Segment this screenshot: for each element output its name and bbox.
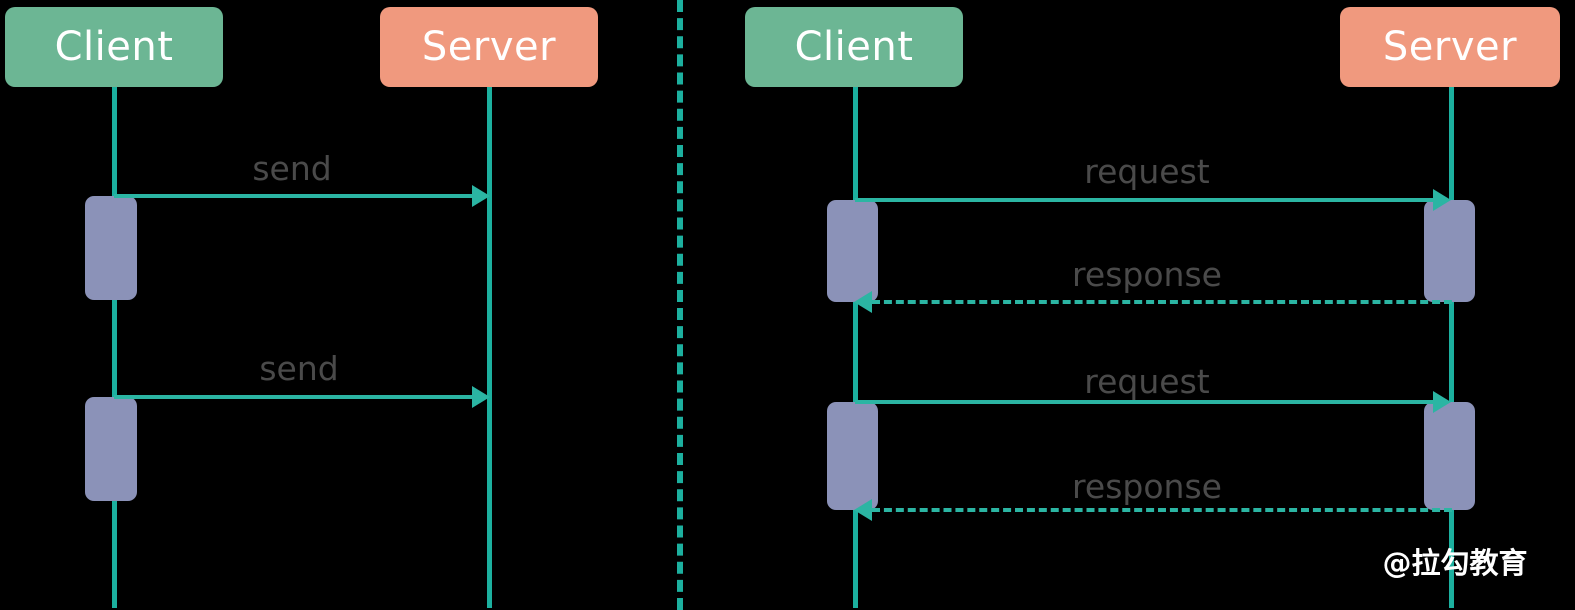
arrow-head-icon [854,499,872,521]
participant-label: Client [54,24,174,70]
activation-bar [1424,402,1475,510]
message-arrow-line [872,300,1452,304]
activation-bar [85,397,137,501]
activation-bar [85,196,137,300]
participant-label: Server [1382,24,1518,70]
arrow-head-icon [472,386,490,408]
activation-bar [827,402,878,510]
participant-right-client[interactable]: Client [745,7,963,87]
lifeline-left-server [487,87,492,608]
arrow-head-icon [1433,189,1451,211]
participant-left-client[interactable]: Client [5,7,223,87]
participant-label: Client [794,24,914,70]
lifeline-right-server [1449,87,1454,608]
participant-left-server[interactable]: Server [380,7,598,87]
panel-divider [677,0,683,610]
message-label: response [1072,467,1222,506]
arrow-head-icon [472,185,490,207]
message-label: send [259,349,339,388]
watermark: @拉勾教育 [1382,546,1528,580]
message-label: request [1084,152,1210,191]
lifeline-left-client [112,87,117,608]
message-arrow-line [114,395,474,399]
arrow-head-icon [854,291,872,313]
message-arrow-line [114,194,474,198]
message-label: send [252,149,332,188]
message-label: request [1084,362,1210,401]
message-arrow-line [855,198,1435,202]
participant-label: Server [421,24,557,70]
activation-bar [1424,200,1475,302]
message-arrow-line [855,400,1435,404]
message-label: response [1072,255,1222,294]
lifeline-right-client [853,87,858,608]
message-arrow-line [872,508,1452,512]
arrow-head-icon [1433,391,1451,413]
activation-bar [827,200,878,302]
participant-right-server[interactable]: Server [1340,7,1560,87]
